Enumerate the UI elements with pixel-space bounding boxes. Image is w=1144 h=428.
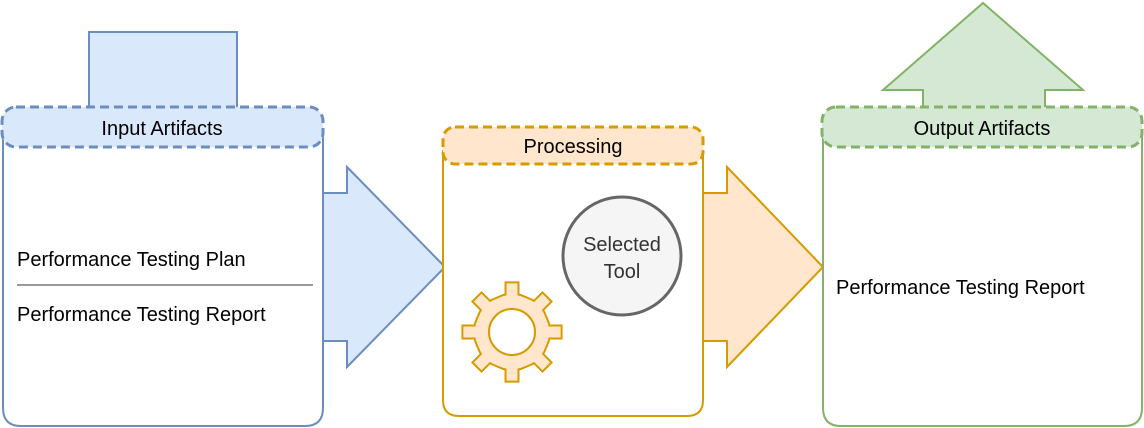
output-item-report: Performance Testing Report bbox=[836, 277, 1085, 299]
gear-icon bbox=[461, 281, 563, 383]
selected-tool-circle bbox=[561, 195, 683, 317]
gear-icon-shape bbox=[461, 281, 563, 383]
input-header-title: Input Artifacts bbox=[101, 118, 222, 140]
input-top-tab bbox=[88, 31, 238, 111]
processing-header-title: Processing bbox=[524, 136, 623, 158]
selected-tool-line2: Tool bbox=[604, 261, 641, 283]
output-header-title: Output Artifacts bbox=[914, 118, 1051, 140]
output-up-arrow bbox=[880, 1, 1086, 110]
input-to-processing-arrow bbox=[322, 164, 447, 370]
input-item-report: Performance Testing Report bbox=[17, 304, 266, 326]
input-container bbox=[2, 130, 324, 427]
output-container bbox=[822, 130, 1143, 427]
processing-to-output-arrow bbox=[702, 164, 825, 370]
input-item-plan: Performance Testing Plan bbox=[17, 249, 246, 271]
output-header bbox=[820, 105, 1144, 149]
input-header bbox=[0, 105, 325, 149]
processing-header bbox=[441, 125, 705, 166]
selected-tool-line1: Selected bbox=[583, 234, 661, 256]
